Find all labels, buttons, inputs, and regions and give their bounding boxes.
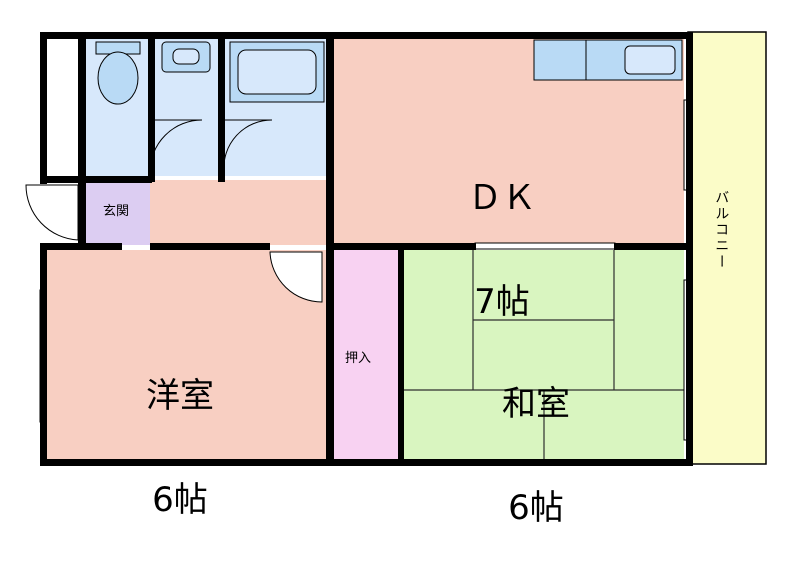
walls [40, 32, 693, 466]
closet-floor [332, 250, 400, 460]
western-room-floor [45, 250, 328, 460]
balcony-area [687, 31, 767, 465]
japanese-room-size: 6帖 [508, 488, 564, 529]
toilet-bowl [97, 51, 139, 105]
entrance-floor [85, 180, 150, 245]
western-room-size: 6帖 [152, 480, 208, 521]
door-swings [25, 119, 323, 303]
japanese-room-label: 和室 6帖 [502, 318, 570, 561]
floor-plan [25, 31, 767, 466]
bathtub-inner [237, 49, 317, 95]
closet-label: 押入 [345, 351, 372, 366]
washbasin-bowl [172, 48, 200, 65]
tatami-lines [403, 250, 684, 460]
balcony-label: バルコニー [713, 190, 730, 270]
dk-label: ＤＫ 7帖 [468, 112, 536, 355]
dk-name: ＤＫ [468, 178, 536, 219]
japanese-room-name: 和室 [502, 384, 570, 425]
entrance-label: 玄関 [103, 204, 130, 219]
hallway-floor [150, 180, 328, 245]
western-room-label: 洋室 6帖 [146, 310, 214, 553]
dk-size: 7帖 [474, 282, 530, 323]
western-room-name: 洋室 [146, 376, 214, 417]
kitchen-sink [624, 45, 676, 75]
